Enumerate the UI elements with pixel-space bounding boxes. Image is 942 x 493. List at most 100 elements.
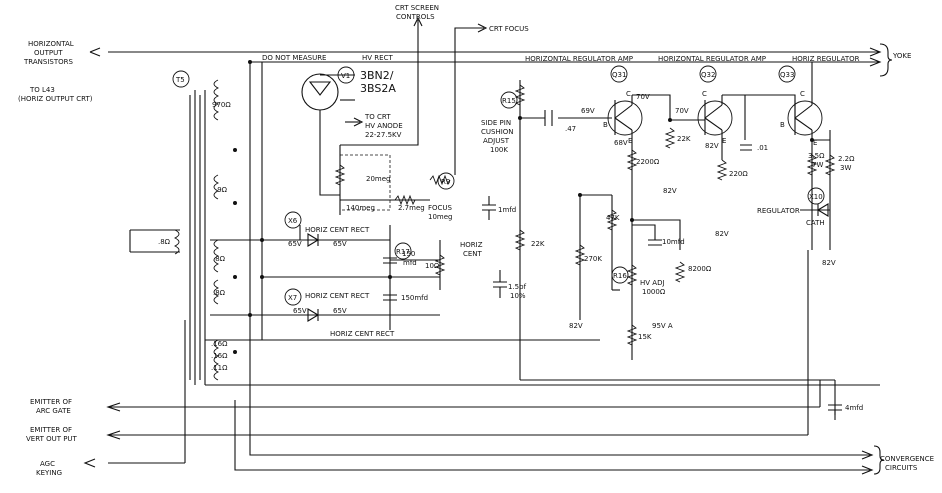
val-22k-a: 22K	[677, 135, 691, 143]
val-82v-c: 82V	[715, 230, 729, 238]
horiz-cent-label-2: CENT	[463, 250, 483, 258]
transformer-t5	[173, 79, 220, 381]
val-15pf-2: 10%	[510, 292, 526, 300]
side-pin-label-1: SIDE PIN	[481, 119, 511, 127]
val-70v-b: 70V	[675, 107, 689, 115]
q31-body	[607, 100, 643, 136]
r16-ref: R16	[613, 272, 627, 280]
v1-ref: V1	[341, 72, 350, 80]
x6-ref: X6	[288, 217, 298, 225]
val-82v-b: 82V	[705, 142, 719, 150]
q33-body	[787, 100, 823, 136]
val-15k: 15K	[638, 333, 652, 341]
val-65v-c: 65V	[293, 307, 307, 315]
val-2200: 2200Ω	[636, 158, 660, 166]
q33-e: E	[813, 139, 817, 147]
convergence-label-2: CIRCUITS	[885, 464, 918, 472]
tube-type-1: 3BN2/	[360, 69, 394, 82]
val-15pf-1: 1.5pf	[508, 283, 527, 291]
q32-c: C	[702, 90, 707, 98]
val-22k-b: 22K	[531, 240, 545, 248]
horiz-cent-rect-3-label: HORIZ CENT RECT	[330, 330, 395, 338]
q33-b: B	[780, 121, 785, 129]
component-values: 20meg 140meg 2.7meg .47 69V 70V 70V 68V …	[288, 90, 863, 412]
v1-tube	[301, 73, 339, 111]
side-pin-label-2: CUSHION	[481, 128, 514, 136]
horiz-output-label-2: OUTPUT	[34, 49, 63, 57]
convergence-brace	[873, 445, 885, 475]
val-35-1: 3.5Ω	[808, 152, 825, 160]
q33-ref: Q33	[780, 71, 794, 79]
side-pin-label-4: 100K	[490, 146, 508, 154]
x7-ref: X7	[288, 294, 297, 302]
val-82v-d: 82V	[822, 259, 836, 267]
junctions	[233, 60, 814, 354]
q31-ref: Q31	[612, 71, 626, 79]
val-65v-b: 65V	[333, 240, 347, 248]
to-crt-label-3: 22-27.5KV	[365, 131, 402, 139]
t5-ref: T5	[175, 76, 185, 84]
crt-screen-label-1: CRT SCREEN	[395, 4, 439, 12]
focus-label-1: FOCUS	[428, 204, 453, 212]
t5-side: .8Ω	[158, 238, 171, 246]
q33-c: C	[800, 90, 805, 98]
val-68v: 68V	[614, 139, 628, 147]
val-150-2: mfd	[403, 259, 417, 267]
val-c01: .01	[757, 144, 768, 152]
horiz-reg-amp-2-label: HORIZONTAL REGULATOR AMP	[658, 55, 766, 63]
val-270k: 270K	[584, 255, 602, 263]
val-69v: 69V	[581, 107, 595, 115]
val-1mfd: 1mfd	[498, 206, 516, 214]
q32-e: E	[722, 137, 726, 145]
val-95v: 95V A	[652, 322, 673, 330]
t5-r3: .8Ω	[213, 255, 226, 263]
val-22-1: 2.2Ω	[838, 155, 855, 163]
diodes	[307, 203, 829, 322]
emitter-vert-label-1: EMITTER OF	[30, 426, 72, 434]
emitter-arc-label-1: EMITTER OF	[30, 398, 72, 406]
horiz-reg-amp-1-label: HORIZONTAL REGULATOR AMP	[525, 55, 633, 63]
focus-label-2: 10meg	[428, 213, 452, 221]
r9-ref: R9	[441, 178, 450, 186]
q32-body	[697, 100, 733, 136]
t5-r6: .16Ω	[211, 352, 228, 360]
yoke-label: YOKE	[892, 52, 911, 60]
horiz-output-label-1: HORIZONTAL	[28, 40, 74, 48]
t5-r4: .8Ω	[213, 289, 226, 297]
transformer-values: 970Ω .9Ω .8Ω .8Ω .16Ω .16Ω .11Ω .8Ω	[158, 101, 231, 372]
val-22-2: 3W	[840, 164, 851, 172]
q31-b: B	[603, 121, 608, 129]
agc-label-2: KEYING	[36, 469, 62, 477]
val-27meg: 2.7meg	[398, 204, 425, 212]
crt-focus-label: CRT FOCUS	[489, 25, 529, 33]
val-47k: 47K	[606, 214, 620, 222]
val-150mfd: 150mfd	[401, 294, 428, 302]
to-l43-label-2: (HORIZ OUTPUT CRT)	[18, 95, 93, 103]
capacitors	[383, 110, 842, 420]
emitter-arc-label-2: ARC GATE	[36, 407, 71, 415]
to-l43-label-1: TO L43	[29, 86, 55, 94]
q32-ref: Q32	[701, 71, 715, 79]
regulator-label: REGULATOR	[757, 207, 800, 215]
t5-r5: .16Ω	[211, 340, 228, 348]
x10-ref: X10	[809, 193, 823, 201]
val-20meg: 20meg	[366, 175, 390, 183]
to-crt-label-1: TO CRT	[364, 113, 391, 121]
horiz-cent-label-1: HORIZ	[460, 241, 483, 249]
hv-adj-label-1: HV ADJ	[640, 279, 665, 287]
resistors	[334, 84, 836, 346]
horiz-output-label-3: TRANSISTORS	[23, 58, 73, 66]
t5-r2: .9Ω	[215, 186, 228, 194]
text-labels: HORIZONTAL OUTPUT TRANSISTORS TO L43 (HO…	[18, 4, 934, 477]
q31-c: C	[626, 90, 631, 98]
to-crt-label-2: HV ANODE	[365, 122, 403, 130]
r15-ref: R15	[502, 97, 516, 105]
convergence-label-1: CONVERGENCE	[880, 455, 934, 463]
r17-ref: R17	[396, 248, 410, 256]
t5-r7: .11Ω	[211, 364, 228, 372]
yoke-brace	[879, 43, 893, 77]
agc-label-1: AGC	[40, 460, 55, 468]
cath-label: CATH	[806, 219, 825, 227]
val-70v-a: 70V	[636, 93, 650, 101]
